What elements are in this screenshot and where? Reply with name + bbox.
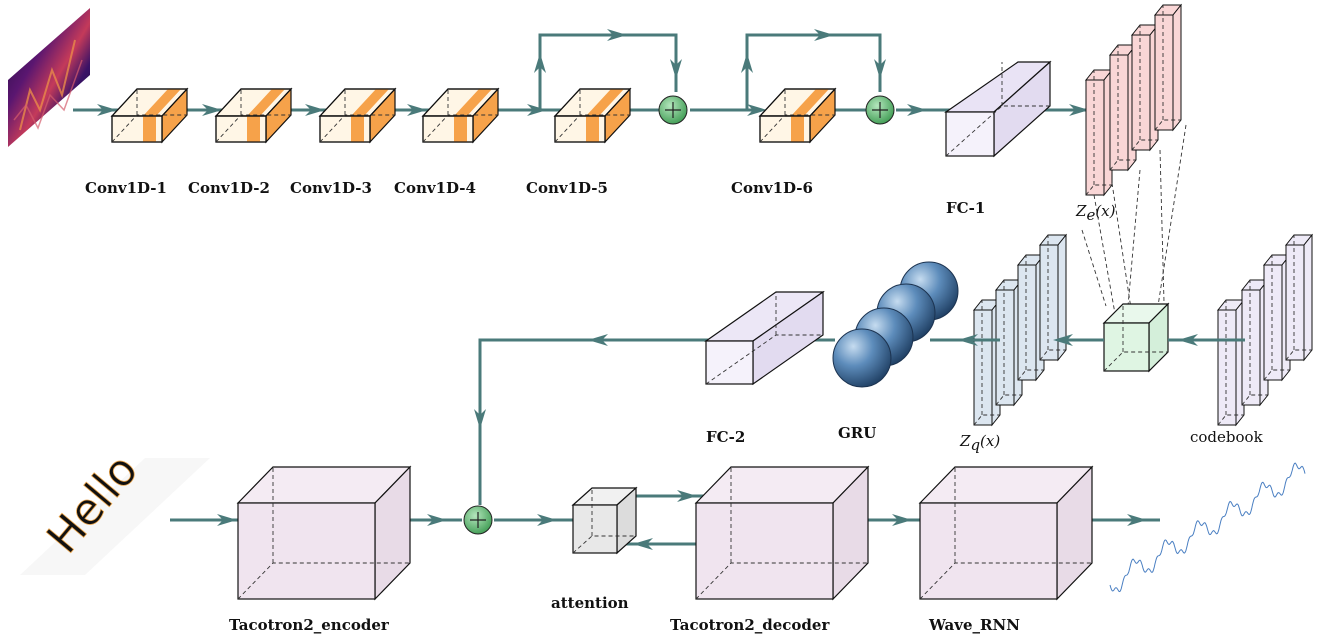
sum-node-1 [658, 95, 688, 125]
wave-rnn-block [918, 465, 1094, 601]
label-conv1d-2: Conv1D-2 [188, 179, 270, 197]
sum-node-2 [865, 95, 895, 125]
label-ze: Ze(x) [1075, 202, 1116, 224]
ze-stack [1084, 3, 1183, 197]
tacotron2-decoder-block [694, 465, 870, 601]
gru-spheres [832, 261, 959, 388]
vq-cube [1102, 302, 1170, 373]
label-conv1d-3: Conv1D-3 [290, 179, 372, 197]
zq-stack [972, 233, 1068, 427]
conv-blocks [110, 87, 837, 144]
conv-block-2 [214, 87, 293, 144]
conv-block-4 [421, 87, 500, 144]
zq-slab-3 [1016, 253, 1046, 382]
label-gru: GRU [838, 424, 876, 442]
label-attention: attention [551, 594, 629, 612]
conv-block-1 [110, 87, 189, 144]
quantize-lines [1081, 124, 1187, 356]
conv-block-5 [553, 87, 632, 144]
label-fc2: FC-2 [706, 428, 745, 446]
label-wave-rnn: Wave_RNN [928, 616, 1020, 634]
fc1-block [944, 60, 1052, 158]
waveform-image [1109, 462, 1306, 593]
label-tacotron2-decoder: Tacotron2_decoder [670, 616, 830, 634]
codebook-slab-4 [1284, 233, 1314, 362]
sum-node-3 [463, 505, 493, 535]
label-conv1d-6: Conv1D-6 [731, 179, 813, 197]
codebook-stack [1216, 233, 1314, 427]
ze-slab-3 [1130, 23, 1160, 152]
label-zq: Zq(x) [959, 432, 1000, 454]
tacotron2-encoder-block [236, 465, 412, 601]
hello-text-image: Hello [20, 444, 210, 575]
label-codebook: codebook [1190, 428, 1264, 446]
attention-cube [571, 486, 638, 555]
label-tacotron2-encoder: Tacotron2_encoder [229, 616, 390, 634]
codebook-slab-1 [1216, 298, 1246, 427]
fc2-block [704, 290, 825, 386]
label-conv1d-5: Conv1D-5 [526, 179, 608, 197]
ze-slab-1 [1084, 68, 1114, 197]
big-blocks [236, 465, 1094, 601]
ze-slab-4 [1153, 3, 1183, 132]
label-conv1d-4: Conv1D-4 [394, 179, 476, 197]
zq-slab-4 [1038, 233, 1068, 362]
conv-block-6 [758, 87, 837, 144]
conv-block-3 [318, 87, 397, 144]
spectrogram-image [8, 8, 90, 147]
label-fc1: FC-1 [946, 199, 985, 217]
label-conv1d-1: Conv1D-1 [85, 179, 167, 197]
